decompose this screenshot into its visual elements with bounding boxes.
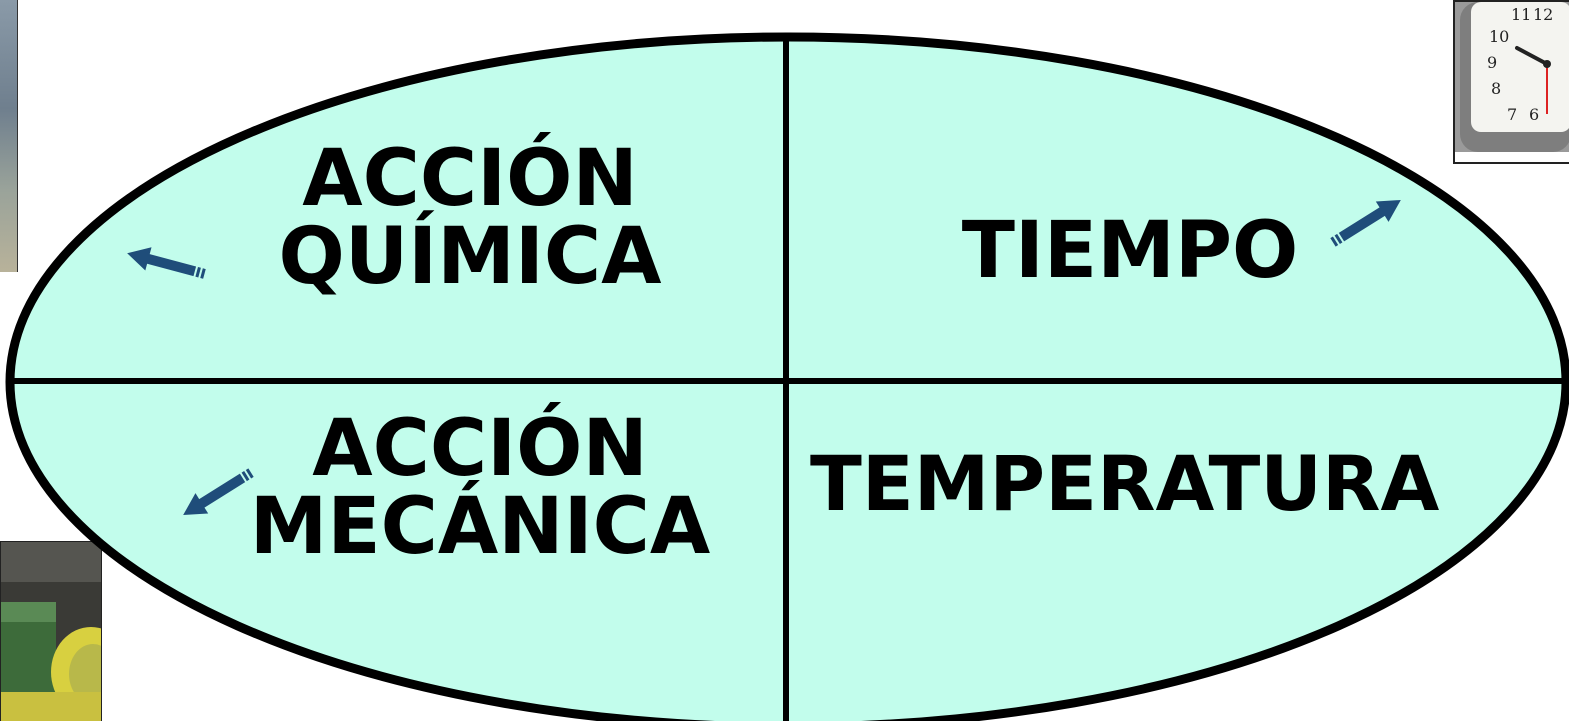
label-line: TEMPERATURA [810,439,1440,528]
clock-photo: 11 12 10 9 8 7 6 [1453,0,1569,164]
label-line: MECÁNICA [249,482,711,572]
label-tiempo: TIEMPO [930,212,1330,290]
clock-number: 11 [1511,5,1531,24]
label-line: ACCIÓN [312,404,648,494]
label-accion-mecanica: ACCIÓN MECÁNICA [230,410,730,566]
sponge-photo [0,541,102,721]
label-line: ACCIÓN [302,134,638,224]
label-temperatura: TEMPERATURA [810,439,1440,528]
clock-number: 12 [1533,5,1553,24]
machine-photo [0,0,18,272]
clock-number: 6 [1529,105,1539,124]
arrow-icon [127,199,1401,516]
label-accion-quimica: ACCIÓN QUÍMICA [270,140,670,296]
clock-number: 10 [1489,27,1509,46]
clock-number: 9 [1487,53,1497,72]
clock-number: 8 [1491,79,1501,98]
label-line: TIEMPO [961,206,1299,296]
clock-number: 7 [1507,105,1517,124]
label-line: QUÍMICA [278,212,662,302]
